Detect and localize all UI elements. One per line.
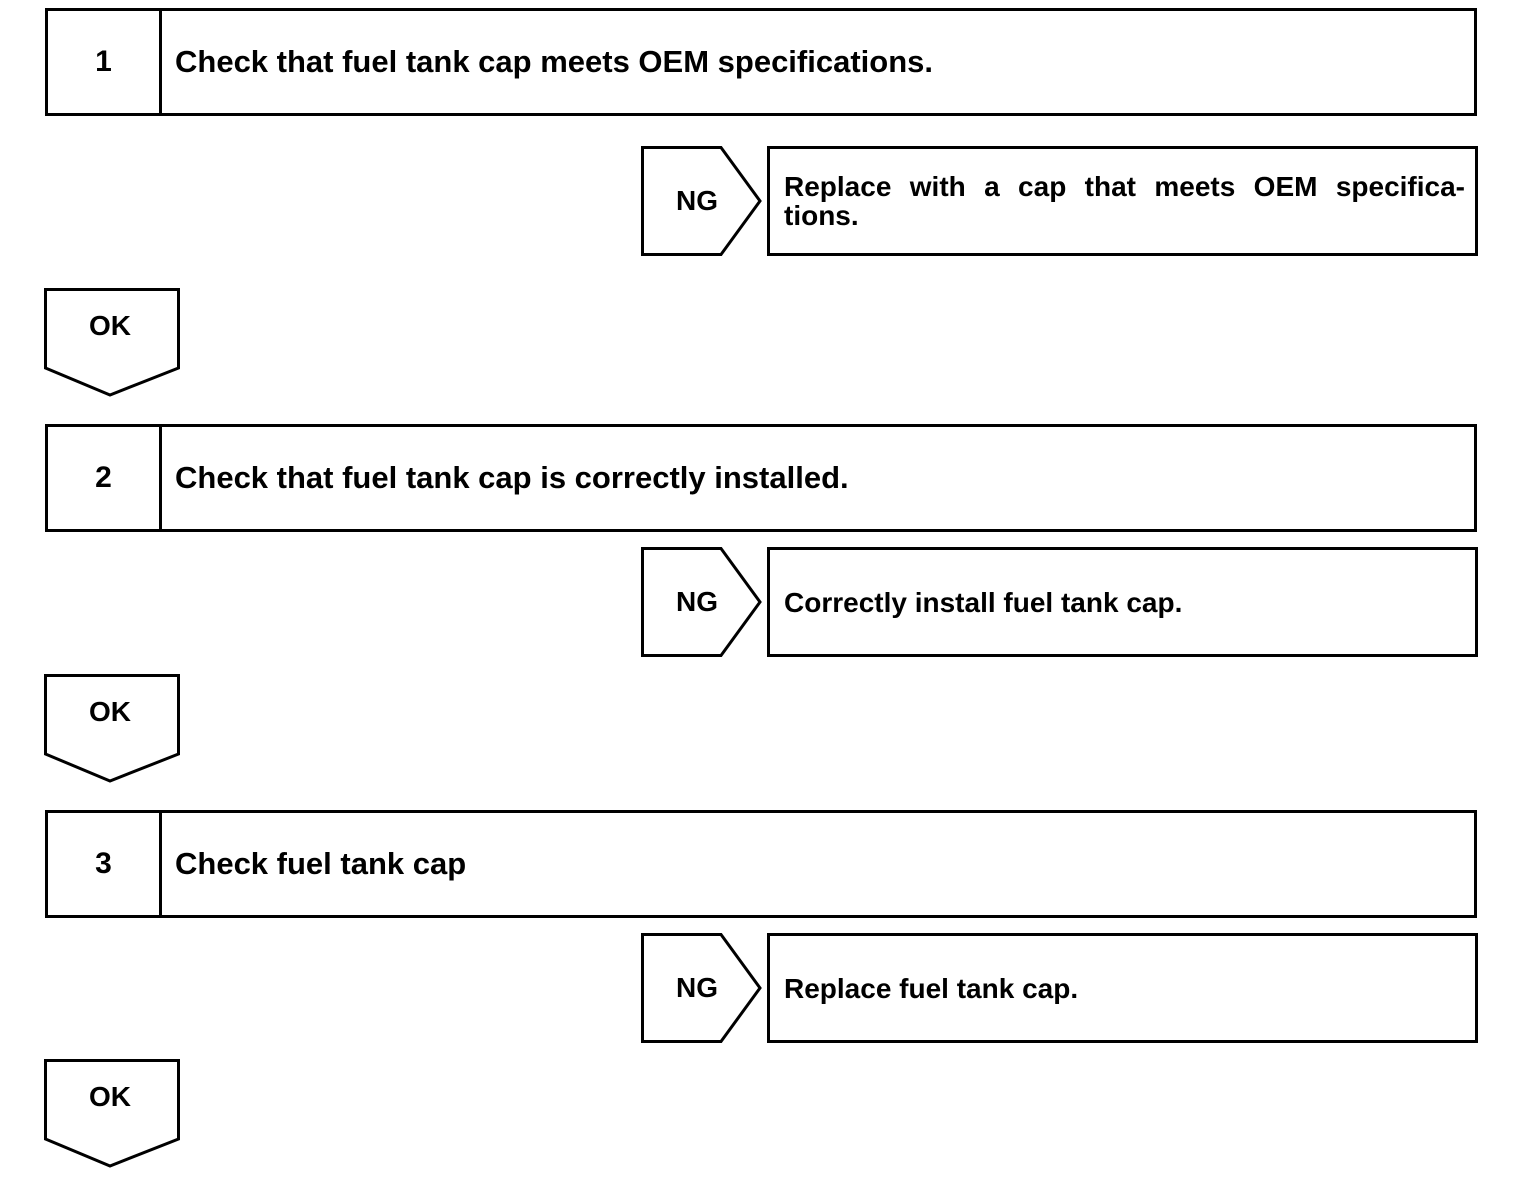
step-2-ng-label: NG bbox=[676, 586, 718, 617]
step-3-box: 3 Check fuel tank cap bbox=[45, 810, 1477, 918]
step-1-ng-arrow: NG bbox=[641, 146, 763, 256]
step-1-number: 1 bbox=[48, 11, 162, 113]
step-3-ng-label: NG bbox=[676, 972, 718, 1003]
ok-arrow-shape bbox=[44, 674, 180, 783]
step-2-ng-arrow: NG bbox=[641, 547, 763, 657]
step-2-number: 2 bbox=[48, 427, 162, 529]
step-2-ok-arrow: OK bbox=[44, 674, 182, 784]
step-1-box: 1 Check that fuel tank cap meets OEM spe… bbox=[45, 8, 1477, 116]
step-2-box: 2 Check that fuel tank cap is correctly … bbox=[45, 424, 1477, 532]
step-1-ok-arrow: OK bbox=[44, 288, 182, 398]
step-3-ng-arrow: NG bbox=[641, 933, 763, 1043]
step-3-number: 3 bbox=[48, 813, 162, 915]
ok-arrow-shape bbox=[44, 288, 180, 397]
step-1-ng-action-text: Replace with a cap that meets OEM specif… bbox=[784, 171, 1465, 231]
step-3-ok-arrow: OK bbox=[44, 1059, 182, 1169]
step-2-ok-label: OK bbox=[89, 696, 131, 727]
step-3-ng-action-box: Replace fuel tank cap. bbox=[767, 933, 1478, 1043]
step-1-ok-label: OK bbox=[89, 310, 131, 341]
ng-arrow-shape bbox=[641, 933, 762, 1043]
step-3-ok-label: OK bbox=[89, 1081, 131, 1112]
step-3-text: Check fuel tank cap bbox=[175, 846, 467, 881]
step-2-ng-action-text: Correctly install fuel tank cap. bbox=[784, 586, 1183, 618]
step-1-text: Check that fuel tank cap meets OEM speci… bbox=[175, 44, 934, 79]
step-2-text: Check that fuel tank cap is correctly in… bbox=[175, 460, 849, 495]
ng-arrow-shape bbox=[641, 146, 762, 256]
ok-arrow-shape bbox=[44, 1059, 180, 1168]
step-1-ng-label: NG bbox=[676, 185, 718, 216]
step-2-ng-action-box: Correctly install fuel tank cap. bbox=[767, 547, 1478, 657]
step-1-ng-action-box: Replace with a cap that meets OEM specif… bbox=[767, 146, 1478, 256]
step-3-ng-action-text: Replace fuel tank cap. bbox=[784, 972, 1079, 1004]
ng-arrow-shape bbox=[641, 547, 762, 657]
